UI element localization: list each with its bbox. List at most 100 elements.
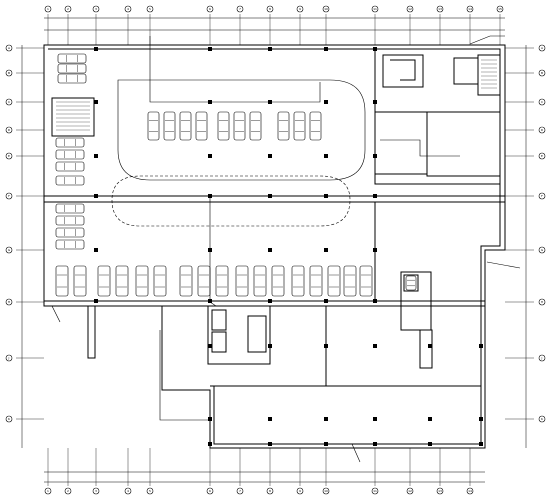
service-room-right [426,111,501,177]
parking-stall [233,111,246,141]
column [373,100,377,104]
grid-bubble-bottom [206,487,214,495]
structural-columns [94,47,483,446]
ramp-path [390,59,416,81]
grid-bubble-right [538,415,546,423]
parking-stall [55,149,85,160]
grid-bubble-bottom-label: 5 [149,489,151,493]
stair-right [477,54,501,96]
grid-bubble-top [496,5,504,13]
column [208,154,212,158]
grid-bubble-top [371,5,379,13]
circuit-run-3 [159,330,210,421]
grid-bubble-bottom-label: 2 [67,489,69,493]
grid-bubble-left-label: G [8,248,11,252]
column [94,248,98,252]
grid-bubble-bottom-label: 12 [408,489,412,493]
column [268,47,272,51]
grid-bubble-top-label: 9 [299,7,301,11]
parking-stall [57,63,87,74]
parking-stall [235,265,249,297]
grid-bubble-right [538,354,546,362]
parking-stall [153,265,167,297]
grid-bubble-left-label: F [8,194,10,198]
grid-bubble-top-label: 7 [239,7,241,11]
grid-bubble-right-label: C [541,100,543,104]
grid-bubble-left [5,246,13,254]
grid-bubble-bottom-label: 11 [373,489,377,493]
parking-stall [179,265,193,297]
parking-stall [197,265,211,297]
column [324,194,328,198]
parking-stall [55,265,69,297]
parking-stall [277,111,290,141]
ramp-enclosure [382,54,424,88]
driveway-loop-upper [117,79,366,181]
parking-stall [55,227,85,238]
parking-stall [195,111,208,141]
grid-bubble-top-label: 2 [67,7,69,11]
column [94,47,98,51]
grid-bubble-right-label: H [541,300,543,304]
column [268,154,272,158]
grid-bubble-bottom-label: 6 [209,489,211,493]
column [324,442,328,446]
core-corridor [419,329,433,369]
grid-bubble-bottom [124,487,132,495]
grid-bubble-top-label: 14 [468,7,472,11]
grid-bubble-right [538,246,546,254]
grid-bubble-top [322,5,330,13]
parking-stall [55,239,85,250]
grid-bubble-top [236,5,244,13]
column [373,248,377,252]
grid-bubble-top [296,5,304,13]
parking-stall [309,265,323,297]
column [373,194,377,198]
grid-bubble-top [436,5,444,13]
leader-right [486,261,521,269]
parking-stall [55,175,85,186]
leader-bottom [351,443,361,463]
grid-bubble-right-label: B [541,71,543,75]
grid-bubble-bottom-label: 7 [239,489,241,493]
grid-bubble-bottom-label: 9 [299,489,301,493]
parking-stall [271,265,285,297]
grid-bubble-right-label: A [541,46,544,50]
grid-bubble-right-label: D [541,128,544,132]
grid-bubble-top-label: 5 [149,7,151,11]
grid-bubble-right [538,44,546,52]
grid-bubble-left [5,415,13,423]
parking-stall [73,265,87,297]
grid-bubble-top [92,5,100,13]
column [208,47,212,51]
grid-bubble-bottom [64,487,72,495]
column [268,299,272,303]
core-shaft-2 [211,331,227,353]
core-stair [247,315,267,353]
column [373,299,377,303]
grid-bubble-top [146,5,154,13]
grid-bubble-top-label: 15 [498,7,502,11]
grid-bubble-bottom-label: 14 [468,489,472,493]
grid-bubble-bottom-label: 4 [127,489,129,493]
leader-top-right [469,35,505,45]
service-block [374,48,501,185]
grid-bubble-top-label: 8 [269,7,271,11]
grid-bubble-top [64,5,72,13]
elevator-core [400,271,432,331]
column [428,442,432,446]
grid-bubble-left-label: K [8,417,11,421]
column [324,417,328,421]
grid-bubble-top [206,5,214,13]
grid-bubble-top [124,5,132,13]
grid-bubble-bottom [406,487,414,495]
grid-bubble-top [406,5,414,13]
grid-bubble-left [5,152,13,160]
grid-bubble-left-label: D [8,128,11,132]
column [479,344,483,348]
grid-bubble-bottom-label: 8 [269,489,271,493]
circuit-run-1 [149,36,321,103]
